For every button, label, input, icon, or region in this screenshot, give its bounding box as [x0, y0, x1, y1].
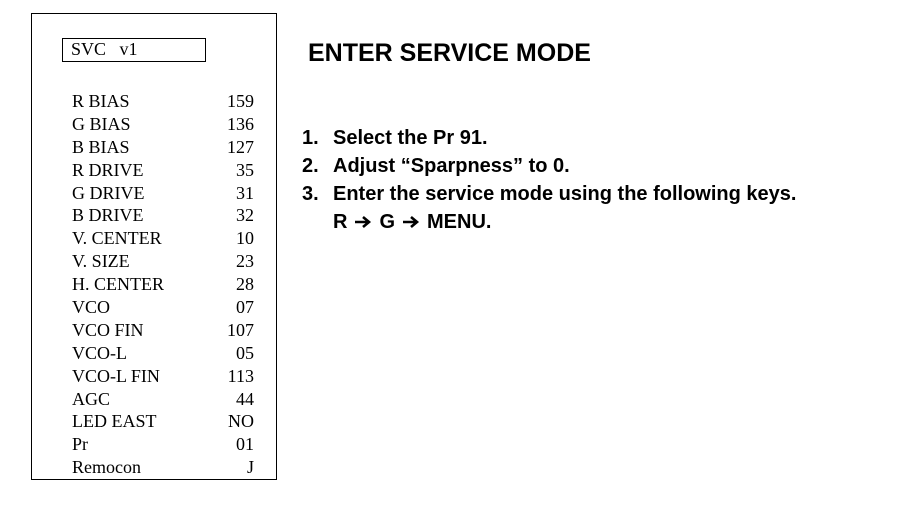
menu-row: VCO-L 05 — [72, 342, 272, 365]
menu-row: V. CENTER 10 — [72, 227, 272, 250]
menu-row-label: B DRIVE — [72, 205, 144, 226]
section-heading: ENTER SERVICE MODE — [308, 39, 591, 67]
menu-row-value: 31 — [236, 182, 254, 203]
instruction-step: 1. Select the Pr 91. — [302, 124, 796, 152]
menu-row-label: VCO FIN — [72, 319, 144, 340]
menu-row-label: Pr — [72, 434, 89, 455]
service-menu-title: SVC v1 — [62, 38, 206, 62]
step-number: 3. — [302, 183, 319, 205]
menu-row-value: 10 — [236, 228, 254, 249]
menu-row-value: 23 — [236, 251, 254, 272]
menu-row-value: 107 — [227, 319, 254, 340]
menu-row-value: J — [246, 457, 254, 478]
step-text: Adjust “Sparpness” to 0. — [333, 155, 570, 177]
menu-row: G DRIVE 31 — [72, 182, 272, 205]
step-text: Enter the service mode using the followi… — [333, 183, 797, 205]
menu-row: Pr 01 — [72, 433, 272, 456]
menu-row: B DRIVE 32 — [72, 204, 272, 227]
step-number: 2. — [302, 155, 319, 177]
step-text: Select the Pr 91. — [333, 127, 488, 149]
menu-row: R BIAS 159 — [72, 90, 272, 113]
menu-row-label: R BIAS — [72, 91, 130, 111]
menu-row-label: VCO — [72, 297, 111, 318]
key-menu: MENU. — [427, 211, 492, 233]
menu-row-value: 127 — [227, 136, 254, 157]
menu-row-value: 136 — [227, 113, 254, 134]
menu-row-label: LED EAST — [72, 411, 157, 432]
instruction-steps: 1. Select the Pr 91. 2. Adjust “Sparpnes… — [302, 124, 796, 236]
menu-row-label: R DRIVE — [72, 159, 144, 180]
menu-row: VCO FIN 107 — [72, 319, 272, 342]
key-sequence-line: R G MENU. — [302, 208, 796, 236]
menu-row-label: V. CENTER — [72, 228, 162, 249]
right-arrow-icon — [355, 216, 372, 228]
right-arrow-icon — [403, 216, 420, 228]
menu-row-label: Remocon — [72, 457, 141, 478]
menu-row-value: 28 — [236, 274, 254, 295]
instruction-step: 3. Enter the service mode using the foll… — [302, 180, 796, 208]
menu-row-value: 05 — [236, 342, 254, 363]
menu-row: Remocon J — [72, 456, 272, 479]
menu-row: VCO 07 — [72, 296, 272, 319]
menu-row-label: VCO-L FIN — [72, 365, 160, 386]
menu-row: VCO-L FIN 113 — [72, 365, 272, 388]
key-sequence: R G MENU. — [333, 208, 796, 236]
menu-row-value: 113 — [227, 365, 254, 386]
key-g: G — [379, 211, 396, 233]
menu-row: AGC 44 — [72, 388, 272, 411]
menu-row-value: NO — [228, 411, 254, 432]
step-number: 1. — [302, 127, 319, 149]
menu-row-label: VCO-L — [72, 342, 127, 363]
menu-row: B BIAS 127 — [72, 136, 272, 159]
menu-row-label: H. CENTER — [72, 274, 164, 295]
menu-row: V. SIZE 23 — [72, 250, 272, 273]
menu-row-value: 44 — [236, 388, 254, 409]
menu-row-label: V. SIZE — [72, 251, 130, 272]
instruction-step: 2. Adjust “Sparpness” to 0. — [302, 152, 796, 180]
menu-row-value: 159 — [227, 91, 254, 111]
menu-row-label: AGC — [72, 388, 111, 409]
menu-row-label: G BIAS — [72, 113, 131, 134]
menu-row-value: 01 — [236, 434, 254, 455]
menu-row: G BIAS 136 — [72, 113, 272, 136]
menu-row-value: 35 — [236, 159, 254, 180]
menu-row: R DRIVE 35 — [72, 159, 272, 182]
menu-row-label: G DRIVE — [72, 182, 145, 203]
service-menu-panel: SVC v1 R BIAS 159 G BIAS 136 B BIAS 127 R D… — [31, 13, 277, 480]
menu-row-value: 07 — [236, 297, 254, 318]
menu-row: H. CENTER 28 — [72, 273, 272, 296]
menu-row-value: 32 — [236, 205, 254, 226]
menu-row: LED EAST NO — [72, 410, 272, 433]
key-r: R — [333, 211, 348, 233]
menu-row-label: B BIAS — [72, 136, 130, 157]
